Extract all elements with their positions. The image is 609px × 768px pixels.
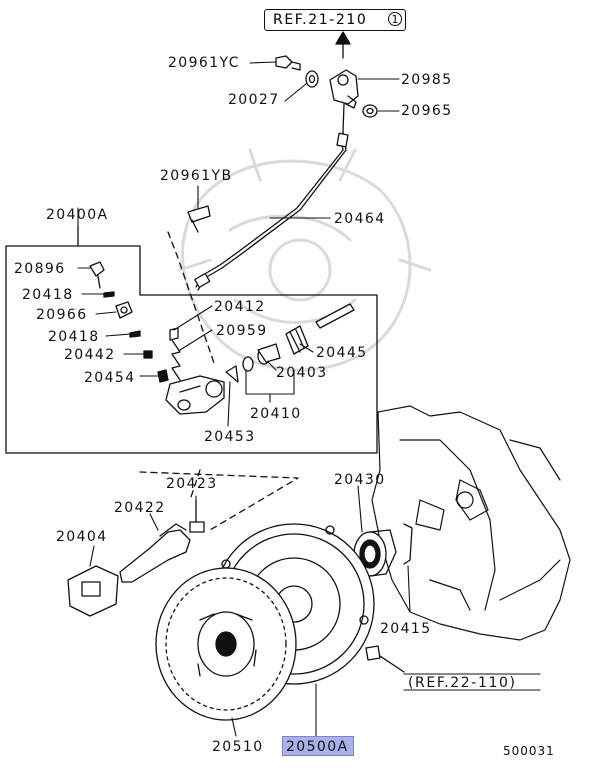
spring-20959[interactable] xyxy=(171,339,181,381)
fork-boot-20404[interactable] xyxy=(67,565,119,617)
label-20442[interactable]: 20442 xyxy=(64,347,116,363)
clutch-disc-20510[interactable] xyxy=(155,567,297,721)
label-20400a[interactable]: 20400A xyxy=(46,207,109,223)
label-20985[interactable]: 20985 xyxy=(401,72,453,88)
watermark-emblem xyxy=(178,148,432,372)
bleeder-20896[interactable] xyxy=(89,261,105,289)
label-20404[interactable]: 20404 xyxy=(56,529,108,545)
pushrod-20445[interactable] xyxy=(315,303,355,329)
label-20445[interactable]: 20445 xyxy=(316,345,368,361)
bolt-20961yb[interactable] xyxy=(187,205,211,233)
clip-20415[interactable] xyxy=(403,523,413,565)
piston-cup-20410[interactable] xyxy=(242,343,281,372)
label-20415[interactable]: 20415 xyxy=(380,621,432,637)
dashed-guide-lower xyxy=(139,469,299,531)
label-20418-a[interactable]: 20418 xyxy=(22,287,74,303)
release-fork-20422[interactable] xyxy=(119,523,191,583)
hose-fitting-20985[interactable] xyxy=(329,69,359,133)
label-20961yb[interactable]: 20961YB xyxy=(160,168,233,184)
cap-20418a[interactable] xyxy=(103,291,115,298)
label-20965[interactable]: 20965 xyxy=(401,103,453,119)
leader-lines-lower xyxy=(89,485,541,737)
ref-21-210-badge: 1 xyxy=(388,12,402,26)
label-20961yc[interactable]: 20961YC xyxy=(168,55,240,71)
label-20959[interactable]: 20959 xyxy=(216,323,268,339)
bolt-20961yc[interactable] xyxy=(275,55,301,71)
bolt-ref-22-110[interactable] xyxy=(365,645,405,673)
label-20454[interactable]: 20454 xyxy=(84,370,136,386)
transmission-housing[interactable] xyxy=(371,405,571,641)
ref-arrow xyxy=(335,31,351,59)
highlight-20500a xyxy=(282,736,354,756)
slave-cylinder-20453[interactable] xyxy=(165,375,225,415)
cone-boot-20453[interactable] xyxy=(225,365,239,383)
boot-20403[interactable] xyxy=(285,325,309,355)
washer-20965[interactable] xyxy=(362,104,378,118)
leader-lines xyxy=(77,61,400,427)
label-20500a[interactable]: 20500A xyxy=(286,739,349,755)
label-20418-b[interactable]: 20418 xyxy=(48,329,100,345)
label-20510[interactable]: 20510 xyxy=(212,739,264,755)
washer-20027[interactable] xyxy=(305,70,319,88)
label-20403[interactable]: 20403 xyxy=(276,365,328,381)
pivot-20423[interactable] xyxy=(189,499,205,533)
label-20453[interactable]: 20453 xyxy=(204,429,256,445)
label-20966[interactable]: 20966 xyxy=(36,307,88,323)
dashed-guide-yb xyxy=(167,231,216,367)
assembly-bracket-20400a xyxy=(5,225,378,454)
label-20027[interactable]: 20027 xyxy=(228,92,280,108)
ref-21-210-text: REF.21-210 xyxy=(273,12,368,28)
diagram-code: 500031 xyxy=(503,744,555,758)
fitting-20966[interactable] xyxy=(115,301,133,319)
cap-20418b[interactable] xyxy=(129,330,141,338)
ref-22-110-text[interactable]: (REF.22-110) xyxy=(408,675,517,691)
ref-21-210-box[interactable]: REF.21-210 1 xyxy=(264,9,406,31)
label-20422[interactable]: 20422 xyxy=(114,500,166,516)
nipple-20442[interactable] xyxy=(143,350,153,359)
clutch-pipe-20464[interactable] xyxy=(194,131,349,291)
label-20464[interactable]: 20464 xyxy=(334,211,386,227)
label-20412[interactable]: 20412 xyxy=(214,299,266,315)
label-20896[interactable]: 20896 xyxy=(14,261,66,277)
label-20423[interactable]: 20423 xyxy=(166,476,218,492)
bleeder-20454[interactable] xyxy=(157,369,169,383)
label-20410[interactable]: 20410 xyxy=(250,406,302,422)
label-20430[interactable]: 20430 xyxy=(334,472,386,488)
